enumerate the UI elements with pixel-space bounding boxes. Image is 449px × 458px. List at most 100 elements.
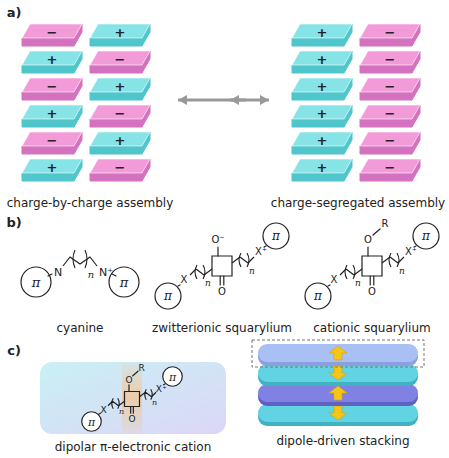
tile-top	[360, 51, 420, 65]
stack-group: dipole-driven stacking	[246, 338, 440, 450]
dipole-arrow	[329, 386, 347, 400]
atom-label: π	[164, 290, 172, 302]
tile-side	[292, 119, 344, 127]
tile-top	[22, 24, 82, 38]
pi-ring	[21, 267, 51, 297]
tile-side	[292, 173, 344, 181]
atom-label: π	[169, 371, 176, 382]
charge-sign: +	[115, 25, 126, 38]
tile-side	[292, 92, 344, 100]
polymethine-chain	[63, 257, 97, 266]
atom-label: π	[120, 276, 129, 289]
dipole-arrow	[329, 366, 347, 380]
tile-side	[90, 92, 142, 100]
tile-top	[360, 132, 420, 146]
atom-label: π	[314, 290, 322, 302]
tile-top	[22, 78, 82, 92]
tile-side	[90, 65, 142, 73]
bond-line	[99, 413, 101, 415]
pi-ring	[82, 412, 102, 432]
charge-sign: −	[385, 79, 396, 92]
atom-label: X	[331, 275, 338, 285]
tile-side	[360, 146, 412, 154]
charge-sign: +	[115, 79, 126, 92]
caption: dipolar π-electronic cation	[36, 440, 230, 454]
molecule-box: dipolar π-electronic cation	[36, 360, 230, 456]
charge-sign: −	[385, 106, 396, 119]
bond-line	[130, 407, 131, 414]
charge-sign: −	[115, 160, 126, 173]
tile-side	[90, 146, 142, 154]
bond-line	[133, 371, 138, 376]
tile-side	[22, 92, 74, 100]
bond-chain	[108, 401, 125, 406]
bond-line	[328, 285, 330, 286]
charge-sign: −	[47, 25, 58, 38]
bond-line	[178, 285, 180, 286]
tile-top	[22, 51, 82, 65]
cation-box	[40, 362, 226, 434]
tile-top	[360, 78, 420, 92]
pi-ring	[109, 267, 139, 297]
bracket	[345, 265, 347, 279]
dipole-highlight	[122, 363, 142, 433]
tile-top	[360, 105, 420, 119]
structure-caption: zwitterionic squarylium	[152, 322, 292, 334]
bond-line	[128, 385, 129, 392]
charge-sign: −	[385, 133, 396, 146]
tile-top	[22, 105, 82, 119]
pi-ring	[413, 223, 439, 249]
tile-top	[292, 132, 352, 146]
charge-sign: +	[317, 25, 328, 38]
bond-line	[373, 276, 374, 285]
dipole-arrow	[329, 406, 347, 420]
tile-side	[360, 92, 412, 100]
slab	[258, 404, 418, 422]
atom-label: π	[422, 230, 430, 242]
bracket	[203, 265, 205, 279]
atom-label: O	[364, 235, 372, 245]
arrow-head	[178, 95, 187, 105]
charge-sign: +	[317, 133, 328, 146]
tile-side	[22, 173, 74, 181]
charge-sign: +	[317, 106, 328, 119]
atom-label: O	[125, 375, 132, 384]
pi-ring	[305, 283, 331, 309]
tile-top	[292, 159, 352, 173]
charge-sign: −	[47, 79, 58, 92]
bond-line	[367, 247, 368, 256]
atom-label: X⁺	[255, 247, 267, 257]
tile-side	[90, 173, 142, 181]
squaraine-ring	[212, 256, 232, 276]
charge-sign: −	[385, 25, 396, 38]
bracket	[397, 253, 399, 267]
bond-line	[223, 276, 224, 285]
arrow-head	[260, 95, 269, 105]
tile-top	[292, 24, 352, 38]
atom-label: π	[272, 230, 280, 242]
charge-sign: +	[115, 133, 126, 146]
atom-label: R	[139, 363, 145, 372]
bracket	[112, 398, 114, 409]
bond-line	[370, 276, 371, 285]
panel-letter: c)	[7, 344, 21, 357]
bond-line	[217, 247, 218, 256]
charge-sign: +	[317, 160, 328, 173]
charge-sign: +	[47, 52, 58, 65]
atom-label: N⁺	[99, 267, 113, 278]
tile-top	[90, 105, 150, 119]
structure-caption: cationic squarylium	[313, 322, 431, 334]
bond-line	[220, 276, 221, 285]
bracket	[247, 253, 249, 267]
bracket	[73, 250, 75, 268]
atom-label: X	[181, 275, 188, 285]
tile-top	[292, 78, 352, 92]
tile-side	[90, 38, 142, 46]
assembly-group: charge-segregated assembly	[269, 16, 447, 212]
atom-label: O⁻	[211, 235, 224, 245]
slab	[258, 384, 418, 402]
bracket	[389, 253, 391, 267]
charge-sign: −	[385, 160, 396, 173]
tile-top	[90, 132, 150, 146]
tile-top	[292, 51, 352, 65]
